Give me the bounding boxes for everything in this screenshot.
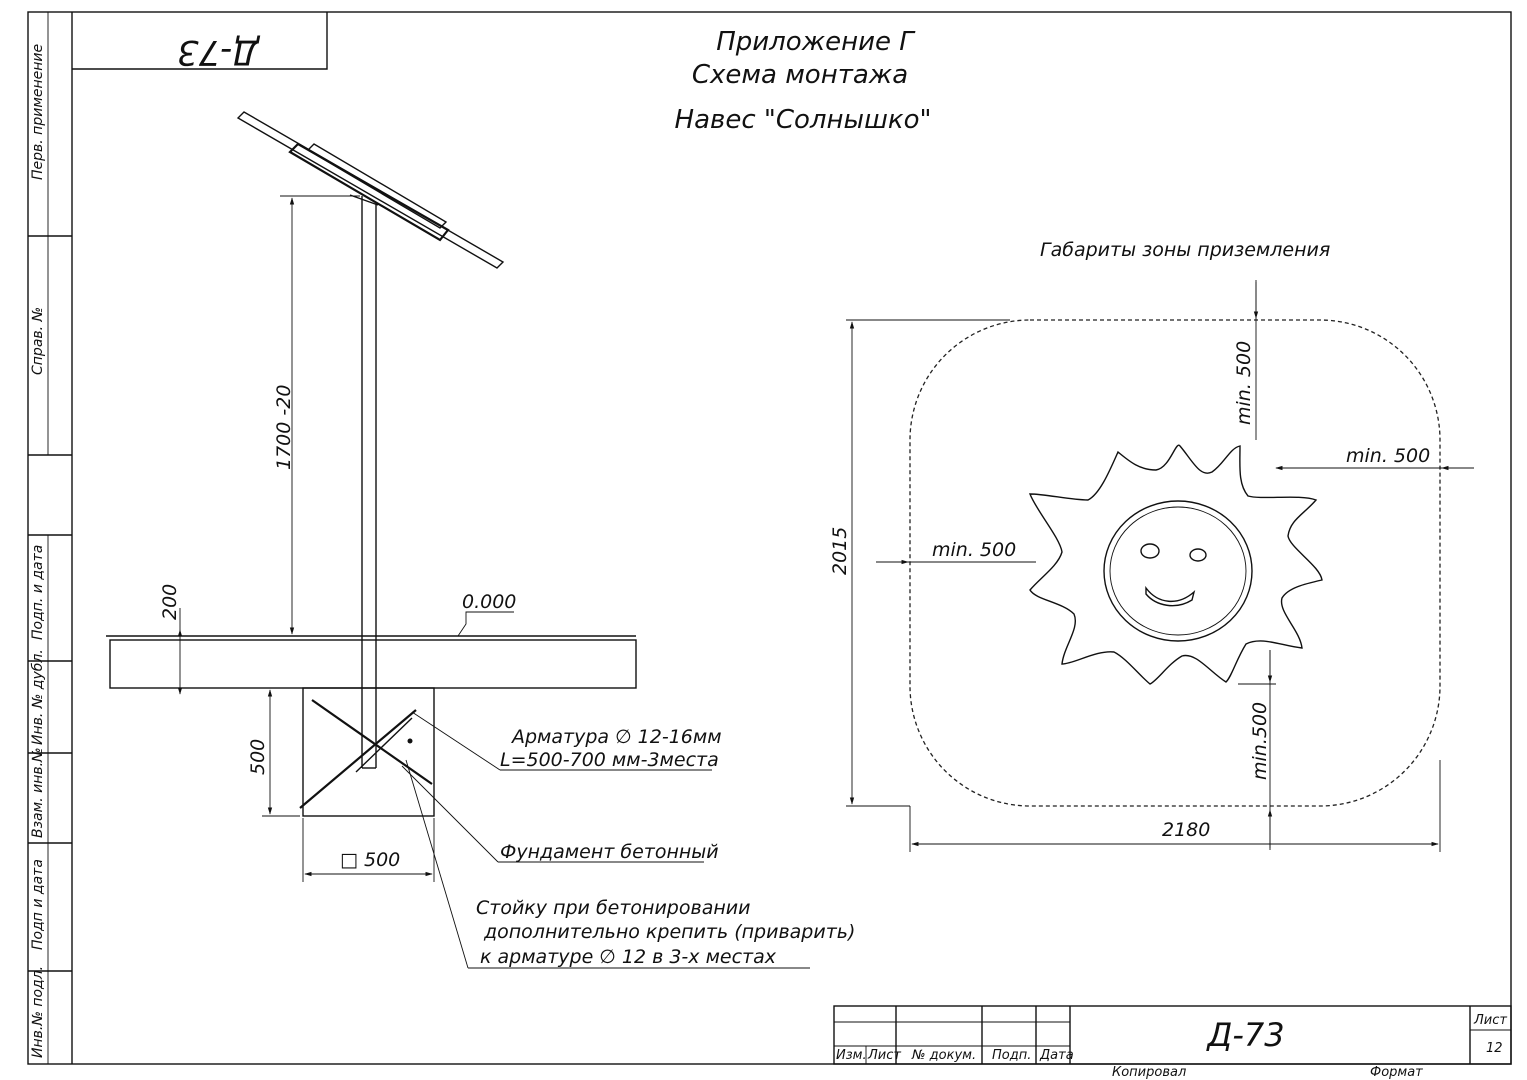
- sun-eye-right: [1189, 548, 1207, 562]
- min-top: min. 500: [1233, 341, 1255, 425]
- note-rebar-2: L=500-700 мм-3места: [500, 749, 719, 771]
- note-post-1: Стойку при бетонировании: [476, 897, 750, 919]
- note-post-3: к арматуре ∅ 12 в 3-х местах: [480, 946, 777, 968]
- sidebar: Перв. применение Справ. № Подп. и дата И…: [28, 12, 72, 1064]
- sidebar-vzam: Взам. инв.№: [30, 747, 46, 838]
- title-block-code: Д-73: [1205, 1016, 1284, 1054]
- sun-mouth: [1145, 585, 1196, 607]
- sidebar-sprav: Справ. №: [30, 307, 46, 375]
- min-left: min. 500: [932, 539, 1016, 561]
- level-mark: 0.000: [462, 591, 516, 613]
- landing-zone-outline: [909, 319, 1441, 807]
- landing-zone-drawing: Габариты зоны приземления 2015 2180 min.…: [829, 239, 1474, 852]
- list-value: 12: [1486, 1041, 1503, 1056]
- canopy-panel: [236, 111, 505, 269]
- dim-depth: 500: [247, 739, 269, 775]
- note-rebar-1: Арматура ∅ 12-16мм: [510, 726, 722, 748]
- sidebar-inv-dubl: Инв. № дубл.: [30, 649, 46, 745]
- note-foundation: Фундамент бетонный: [500, 841, 719, 863]
- sun-eye-left: [1140, 543, 1160, 559]
- title-block: Изм. Лист № докум. Подп. Дата Д-73 Лист …: [833, 1005, 1512, 1080]
- dim-zone-height: 2015: [829, 527, 851, 575]
- sun-figure: [1028, 444, 1323, 685]
- dim-width: □ 500: [340, 849, 400, 871]
- rebar-1: [299, 709, 417, 809]
- col-podp: Подп.: [992, 1048, 1031, 1063]
- note-post-2: дополнительно крепить (приварить): [483, 921, 855, 943]
- sidebar-podp1: Подп. и дата: [30, 545, 46, 640]
- col-izm: Изм.: [836, 1048, 867, 1063]
- col-docum: № докум.: [911, 1048, 976, 1063]
- ground-slab: [109, 639, 637, 689]
- foundation: [302, 687, 435, 817]
- sheet-frame: [27, 11, 1512, 1065]
- min-bottom: min.500: [1249, 702, 1271, 780]
- dim-slab: 200: [159, 584, 181, 620]
- rebar-2: [311, 699, 433, 785]
- title-block-top: Приложение Г Схема монтажа Навес "Солныш…: [675, 27, 932, 135]
- sidebar-perv: Перв. применение: [30, 44, 46, 180]
- sun-face: [1103, 500, 1253, 642]
- rebar-3: [355, 717, 413, 773]
- title-line-2: Схема монтажа: [692, 60, 908, 90]
- dim-height: 1700 -20: [273, 385, 295, 470]
- list-label: Лист: [1473, 1013, 1507, 1028]
- col-list: Лист: [867, 1048, 901, 1063]
- col-data: Дата: [1039, 1048, 1074, 1063]
- min-right: min. 500: [1346, 445, 1430, 467]
- title-line-3: Навес "Солнышко": [675, 105, 932, 135]
- sidebar-inv-podl: Инв.№ подл.: [30, 966, 46, 1058]
- top-stamp-code: Д-73: [177, 32, 261, 72]
- title-line-1: Приложение Г: [716, 27, 916, 57]
- kopiroval: Копировал: [1112, 1065, 1186, 1080]
- top-stamp: Д-73: [72, 12, 328, 72]
- landing-caption: Габариты зоны приземления: [1040, 239, 1330, 261]
- format: Формат: [1370, 1065, 1423, 1080]
- dim-zone-width: 2180: [1162, 819, 1210, 841]
- sidebar-podp2: Подп и дата: [30, 859, 46, 950]
- canopy-drawing: 1700 -20 200 0.000 500 □ 500 Арматура ∅ …: [106, 111, 855, 969]
